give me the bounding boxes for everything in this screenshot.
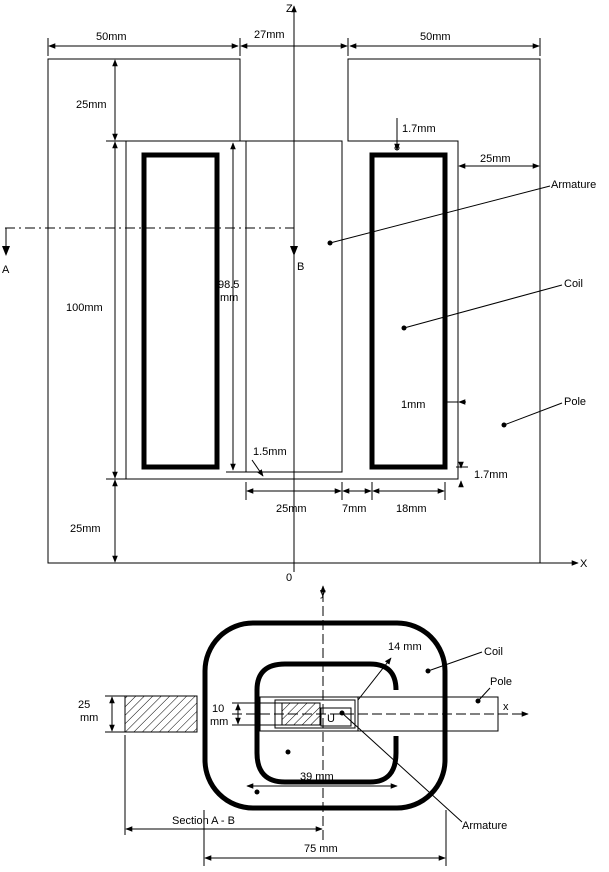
label-armature-bottom: Armature <box>462 820 507 832</box>
dim-bottom-coil: 18mm <box>396 503 427 515</box>
coil-outer <box>202 620 448 811</box>
section-ab-label: Section A - B <box>172 815 235 827</box>
origin-label: 0 <box>286 572 292 584</box>
dim-10-a: 10 <box>212 703 224 715</box>
dim-39: 39 mm <box>300 771 334 783</box>
dim-top-left: 50mm <box>96 31 127 43</box>
label-coil-bottom: Coil <box>484 646 503 658</box>
x-axis-label: X <box>580 558 588 570</box>
u-label: U <box>327 713 335 725</box>
dim-bottom-arm: 25mm <box>276 503 307 515</box>
dim-left-lower: 25mm <box>70 523 101 535</box>
label-pole-bottom: Pole <box>490 676 512 688</box>
dim-14: 14 mm <box>388 641 422 653</box>
coil-left <box>141 152 220 470</box>
dim-25-a: 25 <box>78 699 90 711</box>
dim-bottom-gap: 7mm <box>342 503 366 515</box>
label-pole: Pole <box>564 396 586 408</box>
dim-right-width: 25mm <box>480 153 511 165</box>
y-axis-label: y <box>320 587 326 599</box>
dim-coil-gap: 1mm <box>401 399 425 411</box>
z-axis-label: Z <box>286 3 293 15</box>
section-b-arrow <box>290 246 298 256</box>
section-a-arrow <box>2 246 10 256</box>
section-a-label: A <box>2 264 10 276</box>
dim-25-b: mm <box>80 712 98 724</box>
hatched-section-small <box>281 702 321 726</box>
dim-inner-height-a: 98.5 <box>218 279 239 291</box>
dim-top-right: 50mm <box>420 31 451 43</box>
section-b-label: B <box>297 261 304 273</box>
hatched-section-left <box>124 695 198 733</box>
dim-gap-bottom: 1.7mm <box>474 469 508 481</box>
u-box <box>320 707 352 727</box>
label-armature: Armature <box>551 179 596 191</box>
coil-inner <box>254 661 399 785</box>
coil-dot <box>401 325 407 331</box>
armature-dot <box>327 240 333 246</box>
label-coil: Coil <box>564 278 583 290</box>
pole-dot <box>501 422 507 428</box>
top-view: Z X 0 50mm 27mm 50mm 25mm 100mm 25mm 98.… <box>2 3 596 584</box>
dim-10-b: mm <box>210 716 228 728</box>
coil-right <box>369 152 448 470</box>
dim-arm-gap: 1.5mm <box>253 446 287 458</box>
x-axis-label-bottom: x <box>503 701 509 713</box>
dim-inner-height-b: mm <box>220 292 238 304</box>
dim-gap-top: 1.7mm <box>402 123 436 135</box>
bottom-view: U y x 14 mm Coil Pole Armature 25 mm 10 <box>78 585 529 866</box>
dim-left-upper: 25mm <box>76 99 107 111</box>
dim-top-mid: 27mm <box>254 29 285 41</box>
dim-left-height: 100mm <box>66 302 103 314</box>
dim-75: 75 mm <box>304 843 338 855</box>
